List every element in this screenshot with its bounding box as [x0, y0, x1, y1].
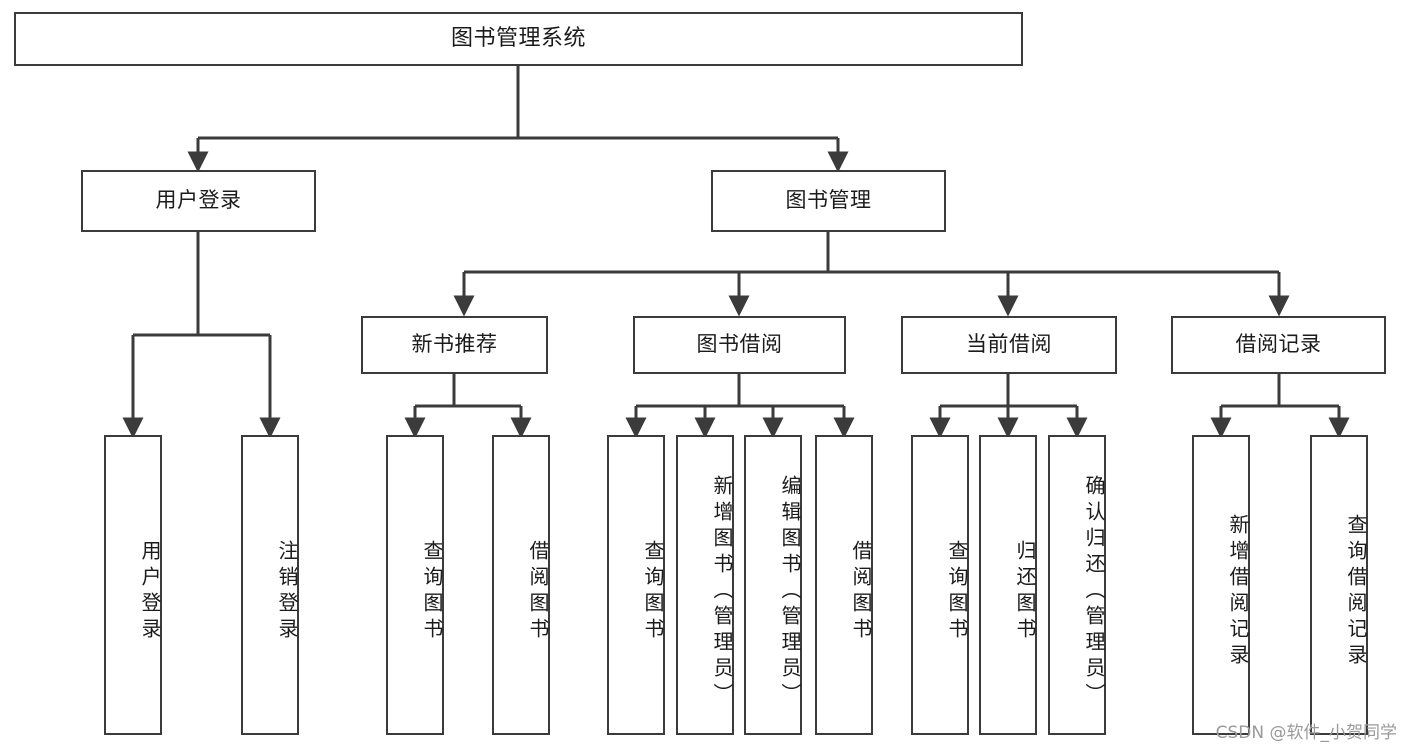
- node-book-management-label: 图书管理: [785, 188, 872, 213]
- leaf-borrow-book-1-label: 借阅图书: [526, 540, 550, 644]
- node-book-management[interactable]: 图书管理: [711, 170, 946, 232]
- node-borrow-record[interactable]: 借阅记录: [1171, 316, 1386, 374]
- node-root[interactable]: 图书管理系统: [14, 12, 1023, 66]
- leaf-query-book-1-label: 查询图书: [420, 540, 444, 644]
- node-borrow-record-label: 借阅记录: [1235, 332, 1322, 357]
- leaf-return-book[interactable]: 归还图书: [979, 435, 1037, 735]
- node-book-borrow[interactable]: 图书借阅: [633, 316, 846, 374]
- node-current-borrow[interactable]: 当前借阅: [901, 316, 1117, 374]
- node-user-login[interactable]: 用户登录: [81, 170, 316, 232]
- node-book-borrow-label: 图书借阅: [696, 332, 783, 357]
- leaf-logout[interactable]: 注销登录: [241, 435, 299, 735]
- leaf-add-record-label: 新增借阅记录: [1226, 514, 1250, 670]
- leaf-query-book-3[interactable]: 查询图书: [911, 435, 969, 735]
- leaf-borrow-book-1[interactable]: 借阅图书: [492, 435, 550, 735]
- leaf-query-book-3-label: 查询图书: [945, 540, 969, 644]
- leaf-user-login-label: 用户登录: [138, 540, 162, 644]
- leaf-borrow-book-2[interactable]: 借阅图书: [815, 435, 873, 735]
- leaf-add-record[interactable]: 新增借阅记录: [1192, 435, 1250, 735]
- leaf-borrow-book-2-label: 借阅图书: [849, 540, 873, 644]
- node-root-label: 图书管理系统: [450, 25, 586, 51]
- node-current-borrow-label: 当前借阅: [966, 332, 1052, 357]
- leaf-edit-book[interactable]: 编辑图书（管理员）: [744, 435, 802, 735]
- leaf-query-record-label: 查询借阅记录: [1344, 514, 1368, 670]
- leaf-query-record[interactable]: 查询借阅记录: [1310, 435, 1368, 735]
- leaf-user-login[interactable]: 用户登录: [104, 435, 162, 735]
- node-new-book-recommend-label: 新书推荐: [411, 332, 498, 357]
- leaf-logout-label: 注销登录: [275, 540, 299, 644]
- leaf-add-book[interactable]: 新增图书（管理员）: [676, 435, 734, 735]
- leaf-add-book-label: 新增图书（管理员）: [710, 475, 734, 709]
- leaf-edit-book-label: 编辑图书（管理员）: [778, 475, 802, 709]
- leaf-confirm-return[interactable]: 确认归还（管理员）: [1048, 435, 1106, 735]
- leaf-return-book-label: 归还图书: [1013, 540, 1037, 644]
- leaf-query-book-2[interactable]: 查询图书: [607, 435, 665, 735]
- leaf-confirm-return-label: 确认归还（管理员）: [1082, 475, 1106, 709]
- leaf-query-book-2-label: 查询图书: [641, 540, 665, 644]
- node-user-login-label: 用户登录: [155, 188, 242, 213]
- csdn-watermark: CSDN @软件_小贺同学: [1215, 723, 1397, 743]
- node-new-book-recommend[interactable]: 新书推荐: [361, 316, 548, 374]
- leaf-query-book-1[interactable]: 查询图书: [386, 435, 444, 735]
